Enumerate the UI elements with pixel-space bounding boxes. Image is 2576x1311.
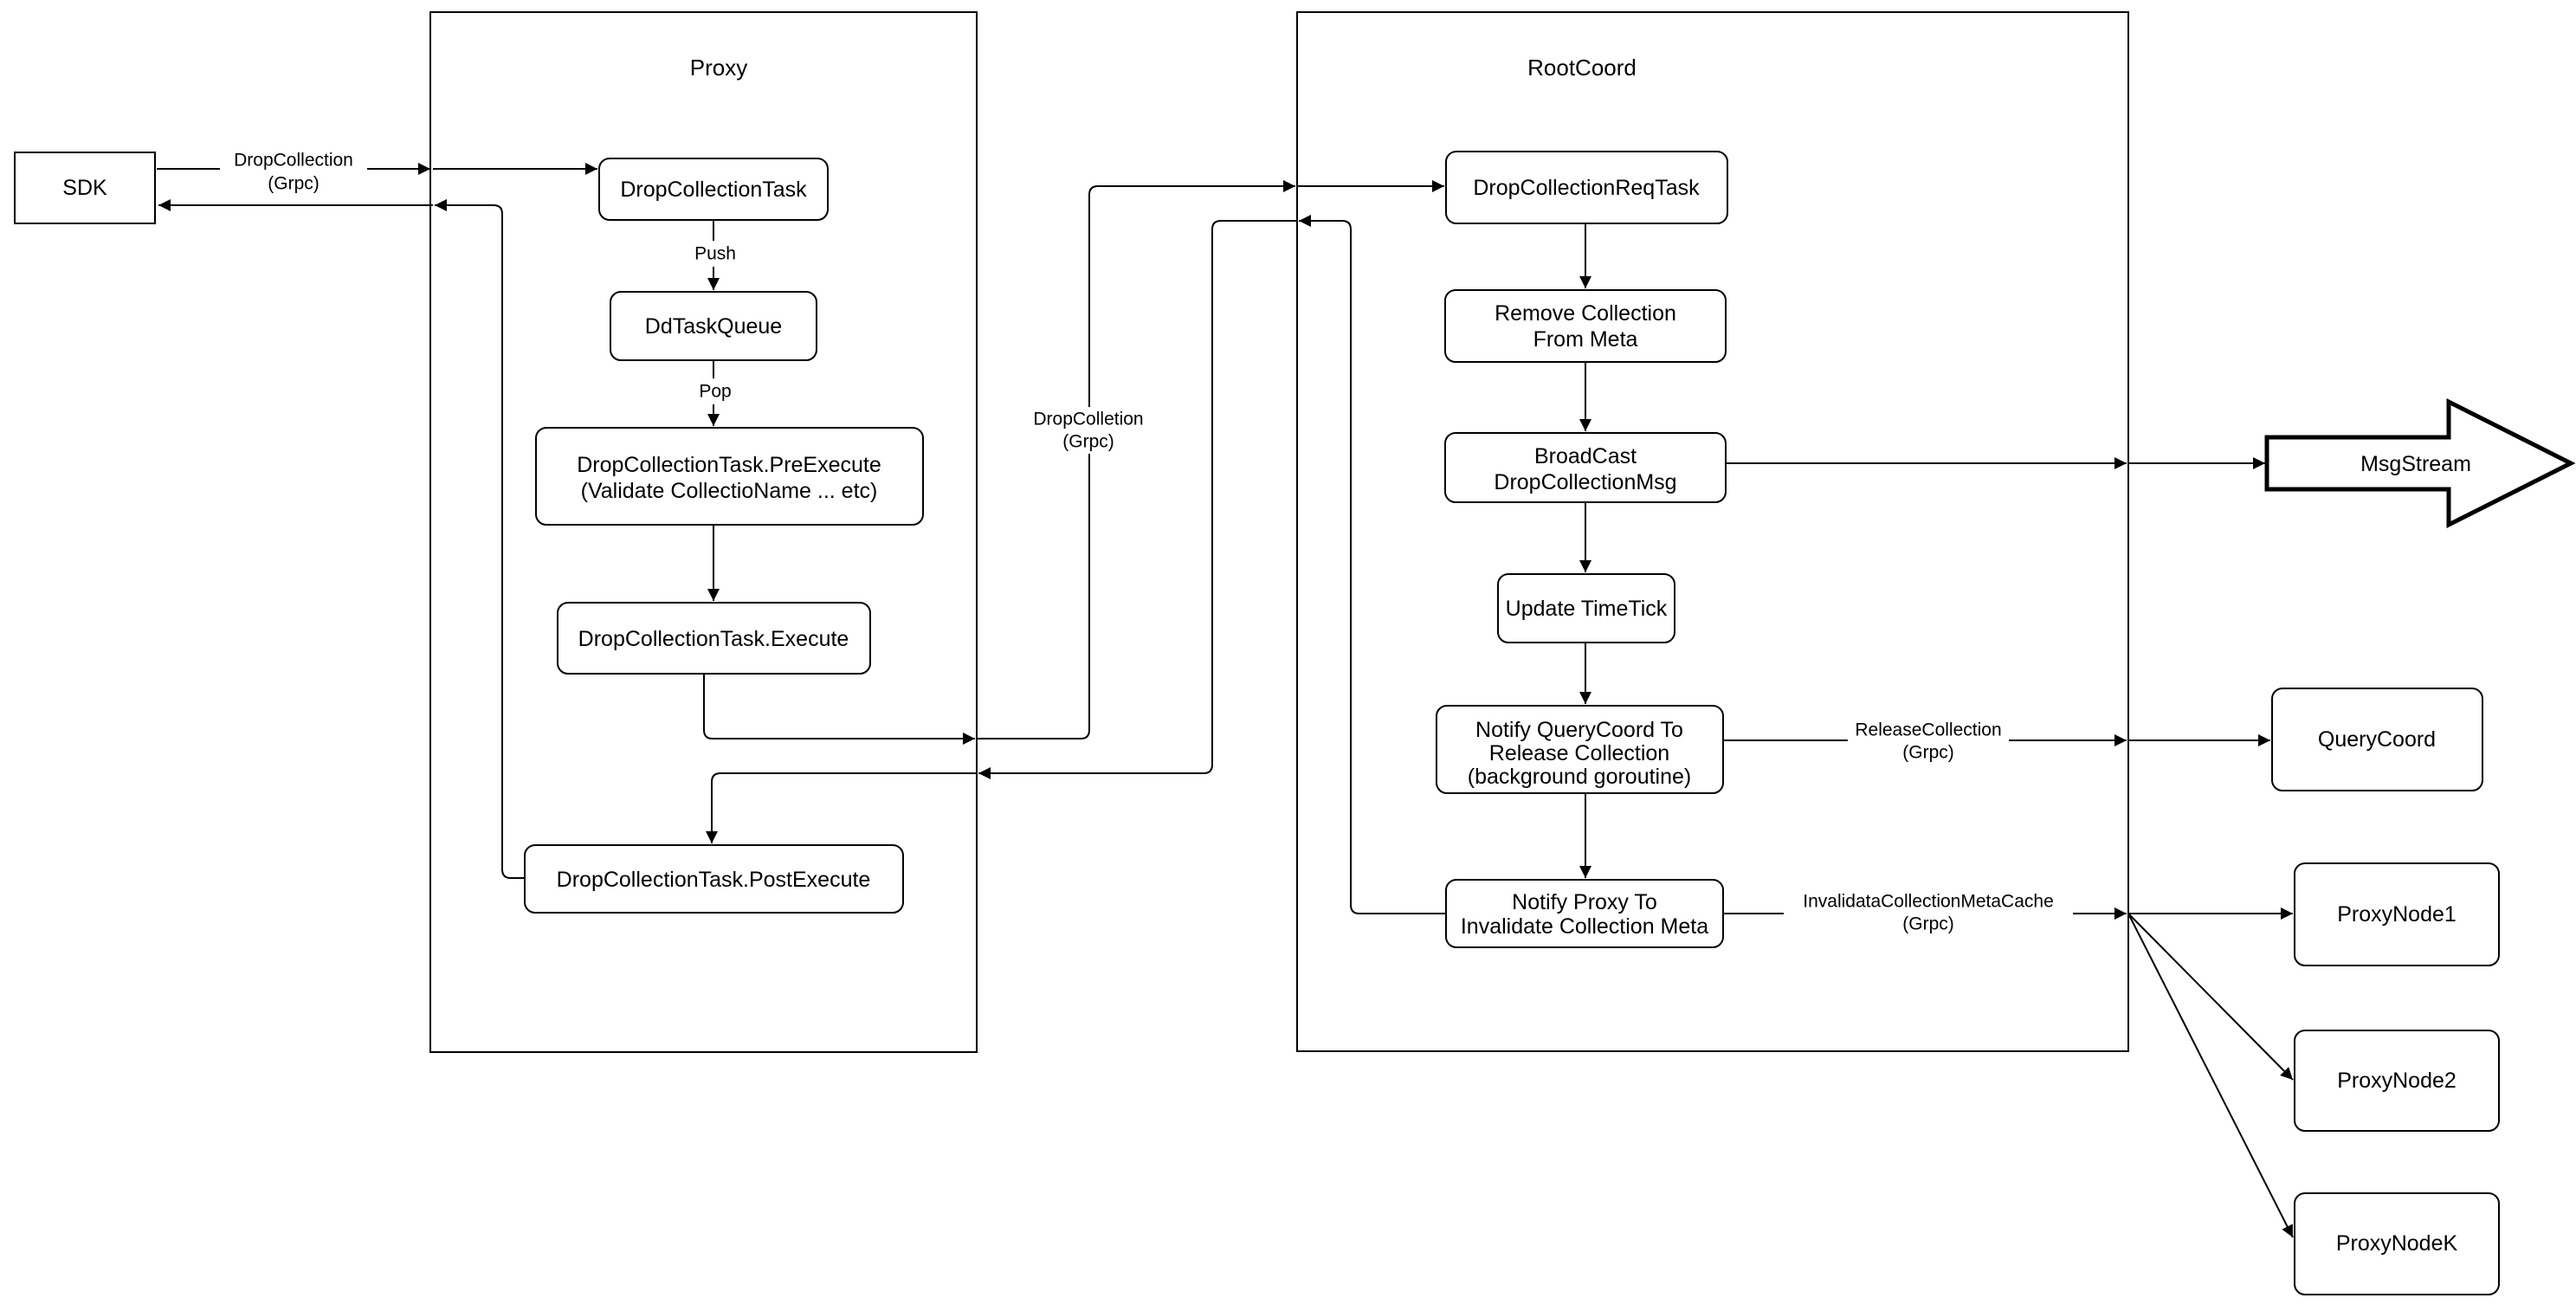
dropcollectiontask-label: DropCollectionTask [620,178,807,202]
removemeta-label-line2: From Meta [1533,327,1638,352]
label-bg-mid-grpc [1018,407,1159,454]
updatetimetick-label: Update TimeTick [1506,597,1668,621]
proxynode1-label: ProxyNode1 [2337,902,2457,927]
msgstream-arrow-shape [2264,397,2576,529]
edge-postexecute-to-proxy-border [435,199,525,879]
notifyproxy-label-line1: Notify Proxy To [1512,890,1657,914]
notifyproxy-label-line2: Invalidate Collection Meta [1461,914,1708,939]
sdk-grpc-label-line2: (Grpc) [268,174,320,194]
node-postexecute [524,844,904,914]
edge-return-to-proxy-border [978,220,1297,779]
preexecute-label-line2: (Validate CollectioName ... etc) [581,479,878,503]
label-bg-release [1848,717,2009,765]
notifyqc-label-line3: (background goroutine) [1468,765,1692,789]
mid-grpc-label-line2: (Grpc) [1062,432,1114,452]
proxy-title: Proxy [690,55,747,81]
label-bg-pop [691,378,739,404]
edge-execute-exit-proxy [703,674,975,745]
sdk-label: SDK [62,176,107,200]
edge-border-to-proxynode2 [2127,913,2294,1081]
edge-proxy-border-to-postexecute [706,772,977,843]
notifyqc-label-line2: Release Collection [1489,741,1669,765]
node-sdk [14,152,156,224]
node-dropcollectiontask [598,158,829,221]
mid-grpc-label-line1: DropColletion [1033,410,1143,429]
ddtaskqueue-label: DdTaskQueue [645,314,782,339]
notifyqc-label-line1: Notify QueryCoord To [1475,718,1683,742]
node-notifyproxy [1445,879,1724,948]
push-label: Push [694,244,736,264]
node-execute [557,602,871,675]
proxynode2-label: ProxyNode2 [2337,1069,2457,1093]
pop-label: Pop [699,382,731,402]
node-proxynode2 [2294,1030,2500,1132]
proxynodek-label: ProxyNodeK [2336,1231,2458,1256]
label-bg-push [684,241,746,267]
node-notifyquerycoord [1436,705,1724,794]
invalidate-label-line1: InvalidataCollectionMetaCache [1803,892,2054,912]
node-ddtaskqueue [610,291,817,361]
node-proxynodek [2294,1192,2500,1295]
reqtask-label: DropCollectionReqTask [1473,176,1700,200]
invalidate-label-line2: (Grpc) [1902,914,1954,934]
edge-forward-to-rootcoord-border [977,180,1295,739]
node-querycoord [2271,688,2483,791]
node-proxynode1 [2294,862,2500,966]
querycoord-label: QueryCoord [2318,727,2436,752]
edge-notifyproxy-to-rootcoord-border [1299,215,1446,914]
broadcast-label-line1: BroadCast [1534,444,1637,468]
label-bg-sdk-grpc [220,147,367,196]
postexecute-label: DropCollectionTask.PostExecute [557,868,871,892]
node-updatetimetick [1497,573,1675,643]
label-bg-invalidate [1784,888,2073,937]
removemeta-label-line1: Remove Collection [1495,301,1676,326]
msgstream-label: MsgStream [2360,452,2471,476]
preexecute-label-line1: DropCollectionTask.PreExecute [577,453,881,477]
edge-border-to-proxynodek [2127,913,2294,1238]
execute-label: DropCollectionTask.Execute [578,627,849,651]
release-label-line2: (Grpc) [1902,743,1954,763]
node-preexecute [535,427,924,526]
broadcast-label-line2: DropCollectionMsg [1494,470,1676,494]
release-label-line1: ReleaseCollection [1855,720,2001,740]
sdk-grpc-label-line1: DropCollection [234,151,353,171]
rootcoord-title: RootCoord [1527,55,1637,81]
node-broadcast [1444,432,1727,503]
node-removemeta [1444,289,1727,363]
node-dropcollectionreqtask [1445,151,1728,224]
